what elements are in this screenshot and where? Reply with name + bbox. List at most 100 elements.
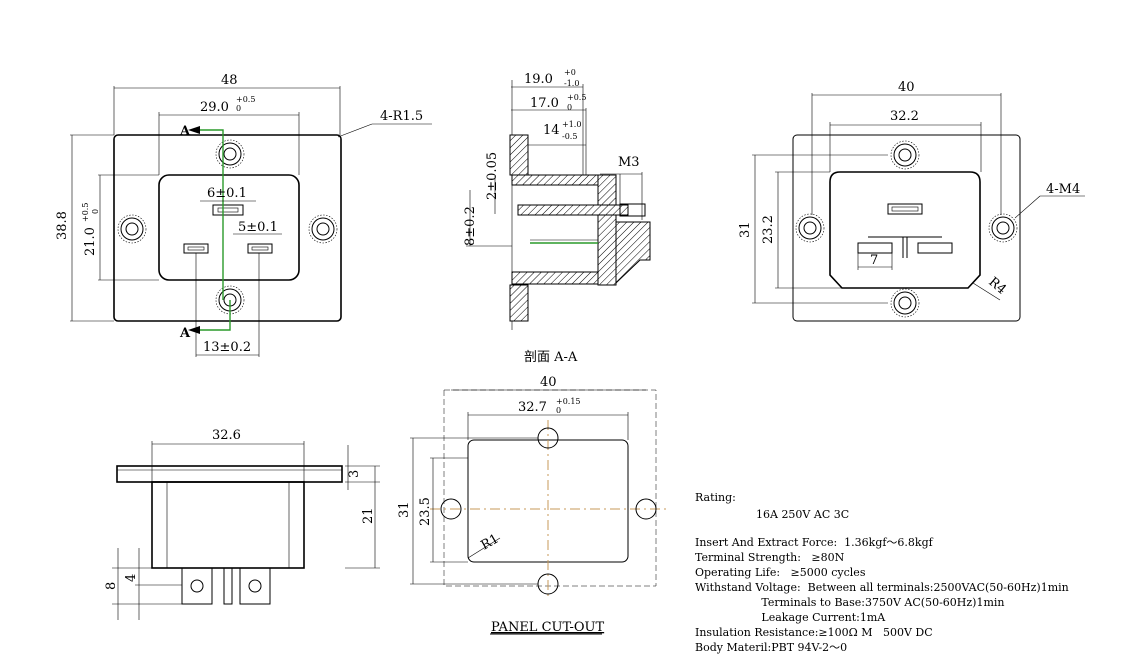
front-inner-width-label: 29.0 bbox=[200, 100, 229, 115]
panel-cutout-view: 40 32.7 +0.15 0 31 23.5 R1 PANEL CUT-OUT bbox=[397, 375, 668, 635]
side-tab-offset-label: 4 bbox=[124, 574, 139, 582]
rating-label: Rating: bbox=[695, 491, 736, 504]
section-marker-top: A bbox=[179, 124, 191, 139]
front-height-label: 38.8 bbox=[55, 211, 70, 240]
cutout-caption: PANEL CUT-OUT bbox=[491, 620, 604, 635]
front-pin-right-inner bbox=[251, 246, 269, 251]
front-hole-top bbox=[215, 139, 245, 169]
cutout-hole-left bbox=[440, 498, 462, 520]
rear-width-label: 40 bbox=[898, 80, 915, 95]
rear-pin-spacing-label: 7 bbox=[870, 253, 878, 268]
cutout-plate-outline bbox=[443, 389, 657, 587]
tolerance-lower: -1.0 bbox=[564, 79, 579, 88]
tolerance-lower: 0 bbox=[236, 104, 241, 113]
rear-inner-height-label: 23.2 bbox=[761, 215, 776, 244]
tolerance-upper: +0.5 bbox=[81, 203, 90, 222]
section-body-top bbox=[511, 174, 613, 186]
front-pin-left-inner bbox=[187, 246, 205, 251]
corner-radius-label: 4-R1.5 bbox=[380, 109, 423, 124]
top-pin-dimension: 6±0.1 bbox=[207, 186, 247, 201]
section-pin-end bbox=[619, 203, 646, 217]
front-pin-earth bbox=[212, 204, 244, 216]
section-marker-bottom: A bbox=[179, 326, 191, 341]
section-pin-top bbox=[517, 204, 629, 216]
section-dim3: 14 bbox=[543, 123, 560, 138]
rear-hole-right bbox=[988, 213, 1018, 243]
rear-hole-left bbox=[795, 213, 825, 243]
front-width-label: 48 bbox=[221, 73, 238, 88]
side-tab-right bbox=[239, 567, 271, 605]
rear-inner-body bbox=[829, 171, 981, 289]
section-small-vertical: 2±0.05 bbox=[485, 152, 500, 200]
rear-outer-plate bbox=[792, 134, 1021, 322]
side-view: 32.6 3 21 4 8 bbox=[104, 428, 380, 620]
section-body-bottom bbox=[511, 271, 613, 285]
front-hole-left bbox=[117, 214, 147, 244]
tolerance-lower: 0 bbox=[556, 406, 561, 415]
tolerance-upper: +1.0 bbox=[562, 120, 581, 129]
tolerance-upper: +0 bbox=[564, 68, 576, 77]
tolerance-lower: -0.5 bbox=[562, 132, 577, 141]
rear-pin-earth-inner bbox=[891, 206, 919, 212]
spec-line: Withstand Voltage: Between all terminals… bbox=[695, 581, 1069, 594]
side-flange-label: 3 bbox=[347, 470, 362, 478]
side-tab-left bbox=[181, 567, 213, 605]
side-pin-dimension: 5±0.1 bbox=[238, 220, 278, 235]
front-view: 48 29.0 +0.5 0 4-R1.5 38.8 21.0 +0.5 0 6… bbox=[55, 73, 432, 357]
pin-spacing-dimension: 13±0.2 bbox=[203, 340, 251, 355]
side-depth-label: 21 bbox=[361, 507, 376, 524]
cutout-hole-right bbox=[635, 498, 657, 520]
section-arrow-top bbox=[188, 126, 200, 134]
side-tab-left-hole bbox=[190, 579, 204, 593]
front-pin-left bbox=[183, 243, 209, 254]
rear-pin-left bbox=[857, 242, 893, 254]
side-tab-center bbox=[223, 567, 233, 605]
rear-height-label: 31 bbox=[738, 221, 753, 238]
tolerance-lower: 0 bbox=[91, 209, 100, 214]
front-inner-height-label: 21.0 bbox=[83, 227, 98, 256]
tolerance-upper: +0.5 bbox=[236, 95, 255, 104]
section-dim1: 19.0 bbox=[524, 72, 553, 87]
section-line-top bbox=[196, 129, 224, 300]
section-line-bottom bbox=[196, 300, 231, 331]
side-flange bbox=[116, 465, 343, 483]
spec-line: Terminal Strength: ≥80N bbox=[695, 551, 845, 564]
side-tab-height-label: 8 bbox=[104, 582, 119, 590]
section-flange-bottom bbox=[509, 284, 529, 322]
section-view: 19.0 +0 -1.0 17.0 +0.5 0 14 +1.0 -0.5 M3… bbox=[463, 68, 651, 365]
front-pin-earth-inner bbox=[217, 207, 239, 213]
cutout-radius-label: R1 bbox=[479, 531, 502, 553]
tolerance-upper: +0.15 bbox=[556, 397, 581, 406]
section-caption: 剖面 A-A bbox=[524, 350, 578, 365]
side-body bbox=[151, 481, 305, 569]
cutout-width-label: 40 bbox=[540, 375, 557, 390]
front-hole-right bbox=[308, 214, 338, 244]
front-outer-plate bbox=[113, 134, 342, 322]
spec-line: Insulation Resistance:≥100Ω M 500V DC bbox=[695, 626, 933, 639]
cutout-inner-width-label: 32.7 bbox=[518, 400, 547, 415]
rear-hole-bottom bbox=[890, 288, 920, 318]
rating-value: 16A 250V AC 3C bbox=[756, 508, 850, 521]
section-flange-top bbox=[509, 134, 529, 176]
spec-line: Insert And Extract Force: 1.36kgf～6.8kgf bbox=[695, 536, 933, 549]
cutout-height-label: 31 bbox=[397, 501, 412, 518]
rear-inner-width-label: 32.2 bbox=[890, 109, 919, 124]
rear-pin-earth bbox=[887, 203, 923, 215]
tolerance-upper: +0.5 bbox=[567, 93, 586, 102]
rear-hole-top bbox=[890, 140, 920, 170]
section-dim2: 17.0 bbox=[530, 96, 559, 111]
section-big-vertical: 8±0.2 bbox=[463, 206, 478, 246]
section-rear-block bbox=[615, 221, 651, 285]
front-pin-right bbox=[247, 243, 273, 254]
side-tab-right-hole bbox=[248, 579, 262, 593]
cutout-inner-height-label: 23.5 bbox=[418, 497, 433, 526]
spec-line: Leakage Current:1mA bbox=[695, 611, 886, 624]
spec-line: Body Materil:PBT 94V-2～0 bbox=[695, 641, 848, 654]
rear-holes-label: 4-M4 bbox=[1046, 182, 1080, 197]
thread-label: M3 bbox=[618, 155, 640, 170]
rear-pin-right bbox=[917, 242, 953, 254]
section-arrow-bottom bbox=[188, 326, 200, 334]
side-width-label: 32.6 bbox=[212, 428, 241, 443]
rear-radius-label: R4 bbox=[985, 275, 1008, 298]
